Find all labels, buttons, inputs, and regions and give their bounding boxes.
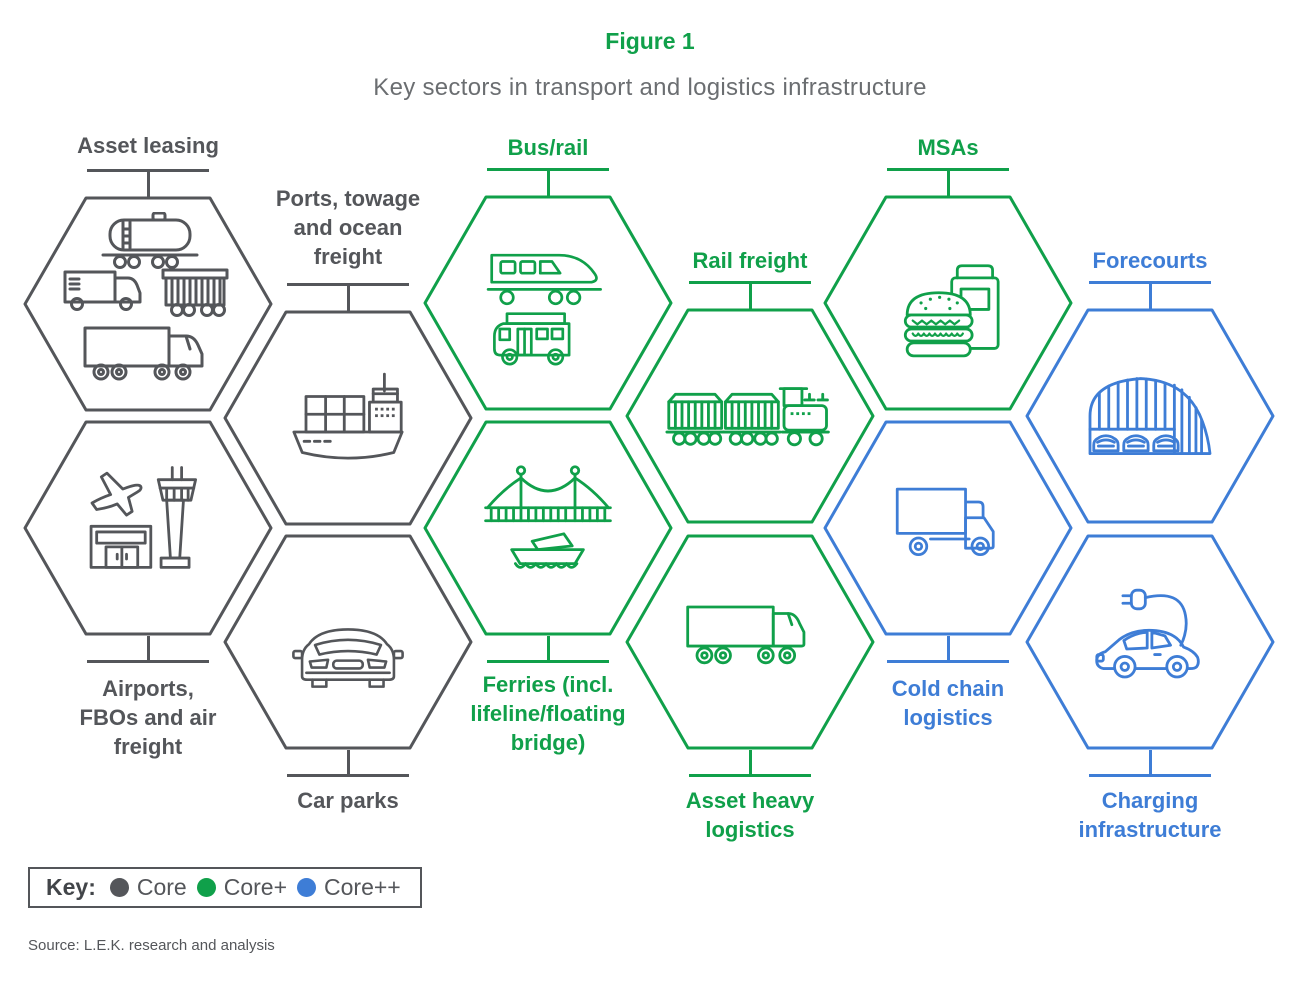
- connector-msas-stem: [947, 168, 950, 196]
- sector-cold-chain: [823, 420, 1073, 636]
- hexagon-airports: [23, 420, 273, 636]
- connector-charging-stem: [1149, 750, 1152, 776]
- ev-car-with-charging-plug-icon: [1095, 588, 1200, 679]
- label-ferries: Ferries (incl. lifeline/floating bridge): [470, 672, 626, 756]
- connector-charging-bar: [1089, 774, 1211, 777]
- sector-car-parks: [223, 534, 473, 750]
- legend-box: Key: Core Core+ Core++: [28, 867, 422, 908]
- legend-title: Key:: [46, 874, 96, 900]
- sector-asset-leasing: [23, 196, 273, 412]
- connector-car-parks-stem: [347, 750, 350, 776]
- hexagon-msas: [823, 195, 1073, 411]
- connector-asset-leasing-stem: [147, 169, 150, 197]
- hexagon-asset-heavy: [625, 534, 875, 750]
- legend-item-core-label: Core: [136, 874, 187, 900]
- connector-forecourts-stem: [1149, 281, 1152, 309]
- suspension-bridge-and-boat-icon: [484, 465, 612, 569]
- sector-bus-rail: [423, 195, 673, 411]
- source-note: Source: L.E.K. research and analysis: [28, 937, 275, 954]
- hexagon-rail-freight: [625, 308, 875, 524]
- train-and-bus-icon: [486, 253, 602, 366]
- label-charging: Charging infrastructure: [1078, 788, 1222, 843]
- label-ports: Ports, towage and ocean freight: [275, 186, 421, 270]
- container-ship-icon: [292, 372, 404, 460]
- core-plus-dot-icon: [196, 878, 216, 897]
- core-dot-icon: [109, 878, 129, 897]
- connector-airports-stem: [147, 636, 150, 662]
- label-forecourts: Forecourts: [1092, 248, 1208, 273]
- label-bus-rail: Bus/rail: [507, 135, 589, 160]
- legend-item-core-plus-plus: Core++: [297, 874, 401, 901]
- sector-airports: [23, 420, 273, 636]
- core-plus-plus-dot-icon: [297, 878, 317, 897]
- connector-car-parks-bar: [287, 774, 409, 777]
- lorry-side-view-icon: [686, 605, 806, 665]
- sector-ports: [223, 310, 473, 526]
- hexagon-ferries: [423, 420, 673, 636]
- connector-asset-heavy-stem: [749, 750, 752, 776]
- connector-ferries-stem: [547, 636, 550, 662]
- label-cold-chain: Cold chain logistics: [891, 676, 1005, 731]
- sector-ferries: [423, 420, 673, 636]
- label-airports: Airports, FBOs and air freight: [79, 676, 217, 760]
- legend-item-core: Core: [109, 874, 187, 901]
- connector-rail-freight-stem: [749, 281, 752, 309]
- label-msas: MSAs: [917, 135, 979, 160]
- sector-msas: [823, 195, 1073, 411]
- label-asset-leasing: Asset leasing: [77, 133, 219, 158]
- legend-item-core-plus-label: Core+: [223, 874, 288, 900]
- hexagon-forecourts: [1025, 308, 1275, 524]
- connector-ports-stem: [347, 283, 350, 311]
- sector-forecourts: [1025, 308, 1275, 524]
- connector-ferries-bar: [487, 660, 609, 663]
- connector-airports-bar: [87, 660, 209, 663]
- figure-title: Key sectors in transport and logistics i…: [373, 74, 927, 101]
- hexagon-asset-leasing: [23, 196, 273, 412]
- label-car-parks: Car parks: [297, 788, 399, 813]
- sector-asset-heavy: [625, 534, 875, 750]
- legend-item-core-plus-plus-label: Core++: [324, 874, 401, 900]
- connector-bus-rail-stem: [547, 168, 550, 196]
- hexagon-car-parks: [223, 534, 473, 750]
- burger-and-snack-bag-icon: [903, 264, 1000, 358]
- hexagon-cold-chain: [823, 420, 1073, 636]
- legend-item-core-plus: Core+: [196, 874, 288, 901]
- car-front-icon: [292, 628, 404, 688]
- sector-rail-freight: [625, 308, 875, 524]
- hexagon-ports: [223, 310, 473, 526]
- hexagon-bus-rail: [423, 195, 673, 411]
- label-asset-heavy: Asset heavy logistics: [685, 788, 815, 843]
- freight-train-icon: [665, 387, 830, 447]
- canopy-with-cars-icon: [1088, 377, 1212, 455]
- figure-number: Figure 1: [605, 28, 695, 54]
- sector-charging: [1025, 534, 1275, 750]
- tanker-van-wagon-semi-truck-icon: [63, 212, 229, 381]
- connector-cold-chain-stem: [947, 636, 950, 662]
- connector-asset-heavy-bar: [689, 774, 811, 777]
- label-rail-freight: Rail freight: [692, 248, 808, 273]
- connector-cold-chain-bar: [887, 660, 1009, 663]
- delivery-truck-icon: [895, 487, 995, 557]
- plane-control-tower-terminal-icon: [89, 466, 198, 569]
- hexagon-charging: [1025, 534, 1275, 750]
